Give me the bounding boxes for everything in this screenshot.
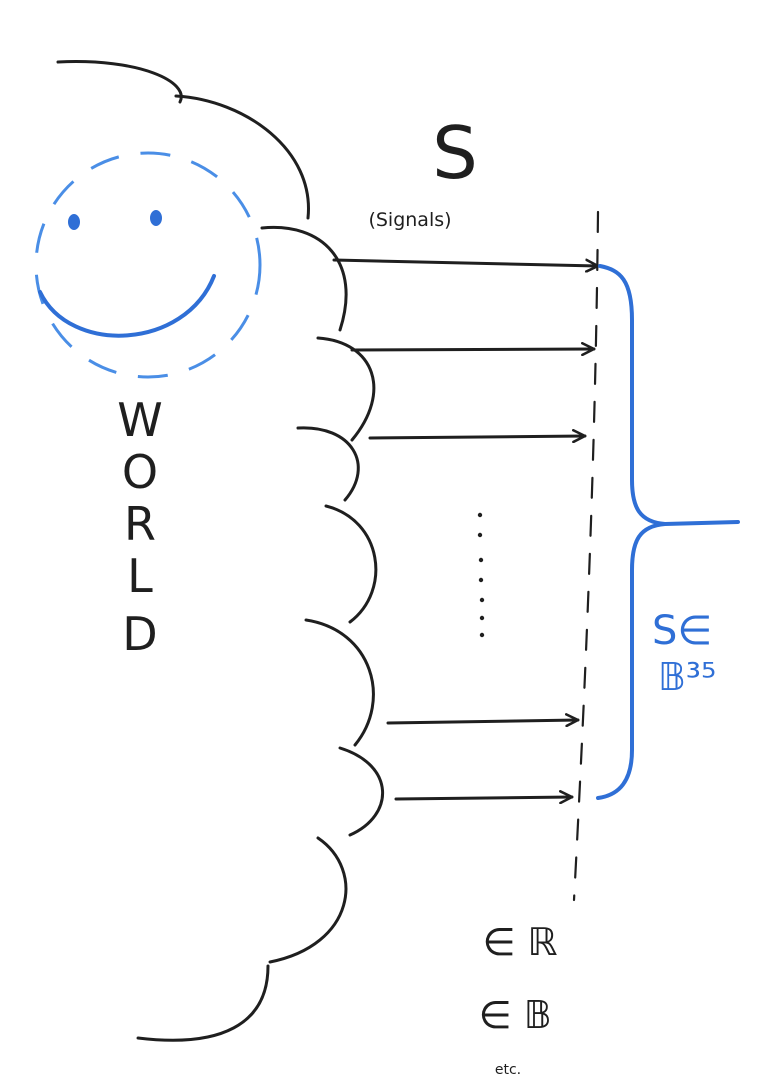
signal-arrow — [350, 349, 596, 350]
world-letter-w: W — [117, 393, 162, 447]
ellipsis-dots — [477, 512, 485, 638]
etc-label: etc. — [495, 1062, 521, 1078]
boundary-dashed-line — [572, 210, 600, 902]
signals-subtitle: (Signals) — [368, 209, 451, 231]
blue-brace — [596, 264, 740, 800]
world-letter-r: R — [124, 497, 156, 551]
world-letter-o: O — [122, 445, 158, 499]
world-cloud-boundary — [56, 60, 385, 1042]
world-letter-l: L — [127, 549, 153, 603]
smiley-face-icon — [34, 151, 262, 379]
signal-arrow — [386, 720, 580, 723]
set-label-line1: S∈ — [652, 608, 712, 654]
signal-arrow — [332, 258, 600, 266]
signal-arrow — [368, 436, 587, 438]
signal-arrow — [394, 797, 574, 799]
set-label-line2: 𝔹³⁵ — [658, 655, 716, 699]
signals-title: S — [432, 111, 478, 195]
signal-arrows — [332, 258, 600, 799]
world-label: W O R L D — [117, 393, 162, 661]
domain-bool-label: ∈ 𝔹 — [479, 993, 552, 1037]
world-letter-d: D — [122, 607, 157, 661]
domain-real-label: ∈ ℝ — [482, 920, 557, 964]
